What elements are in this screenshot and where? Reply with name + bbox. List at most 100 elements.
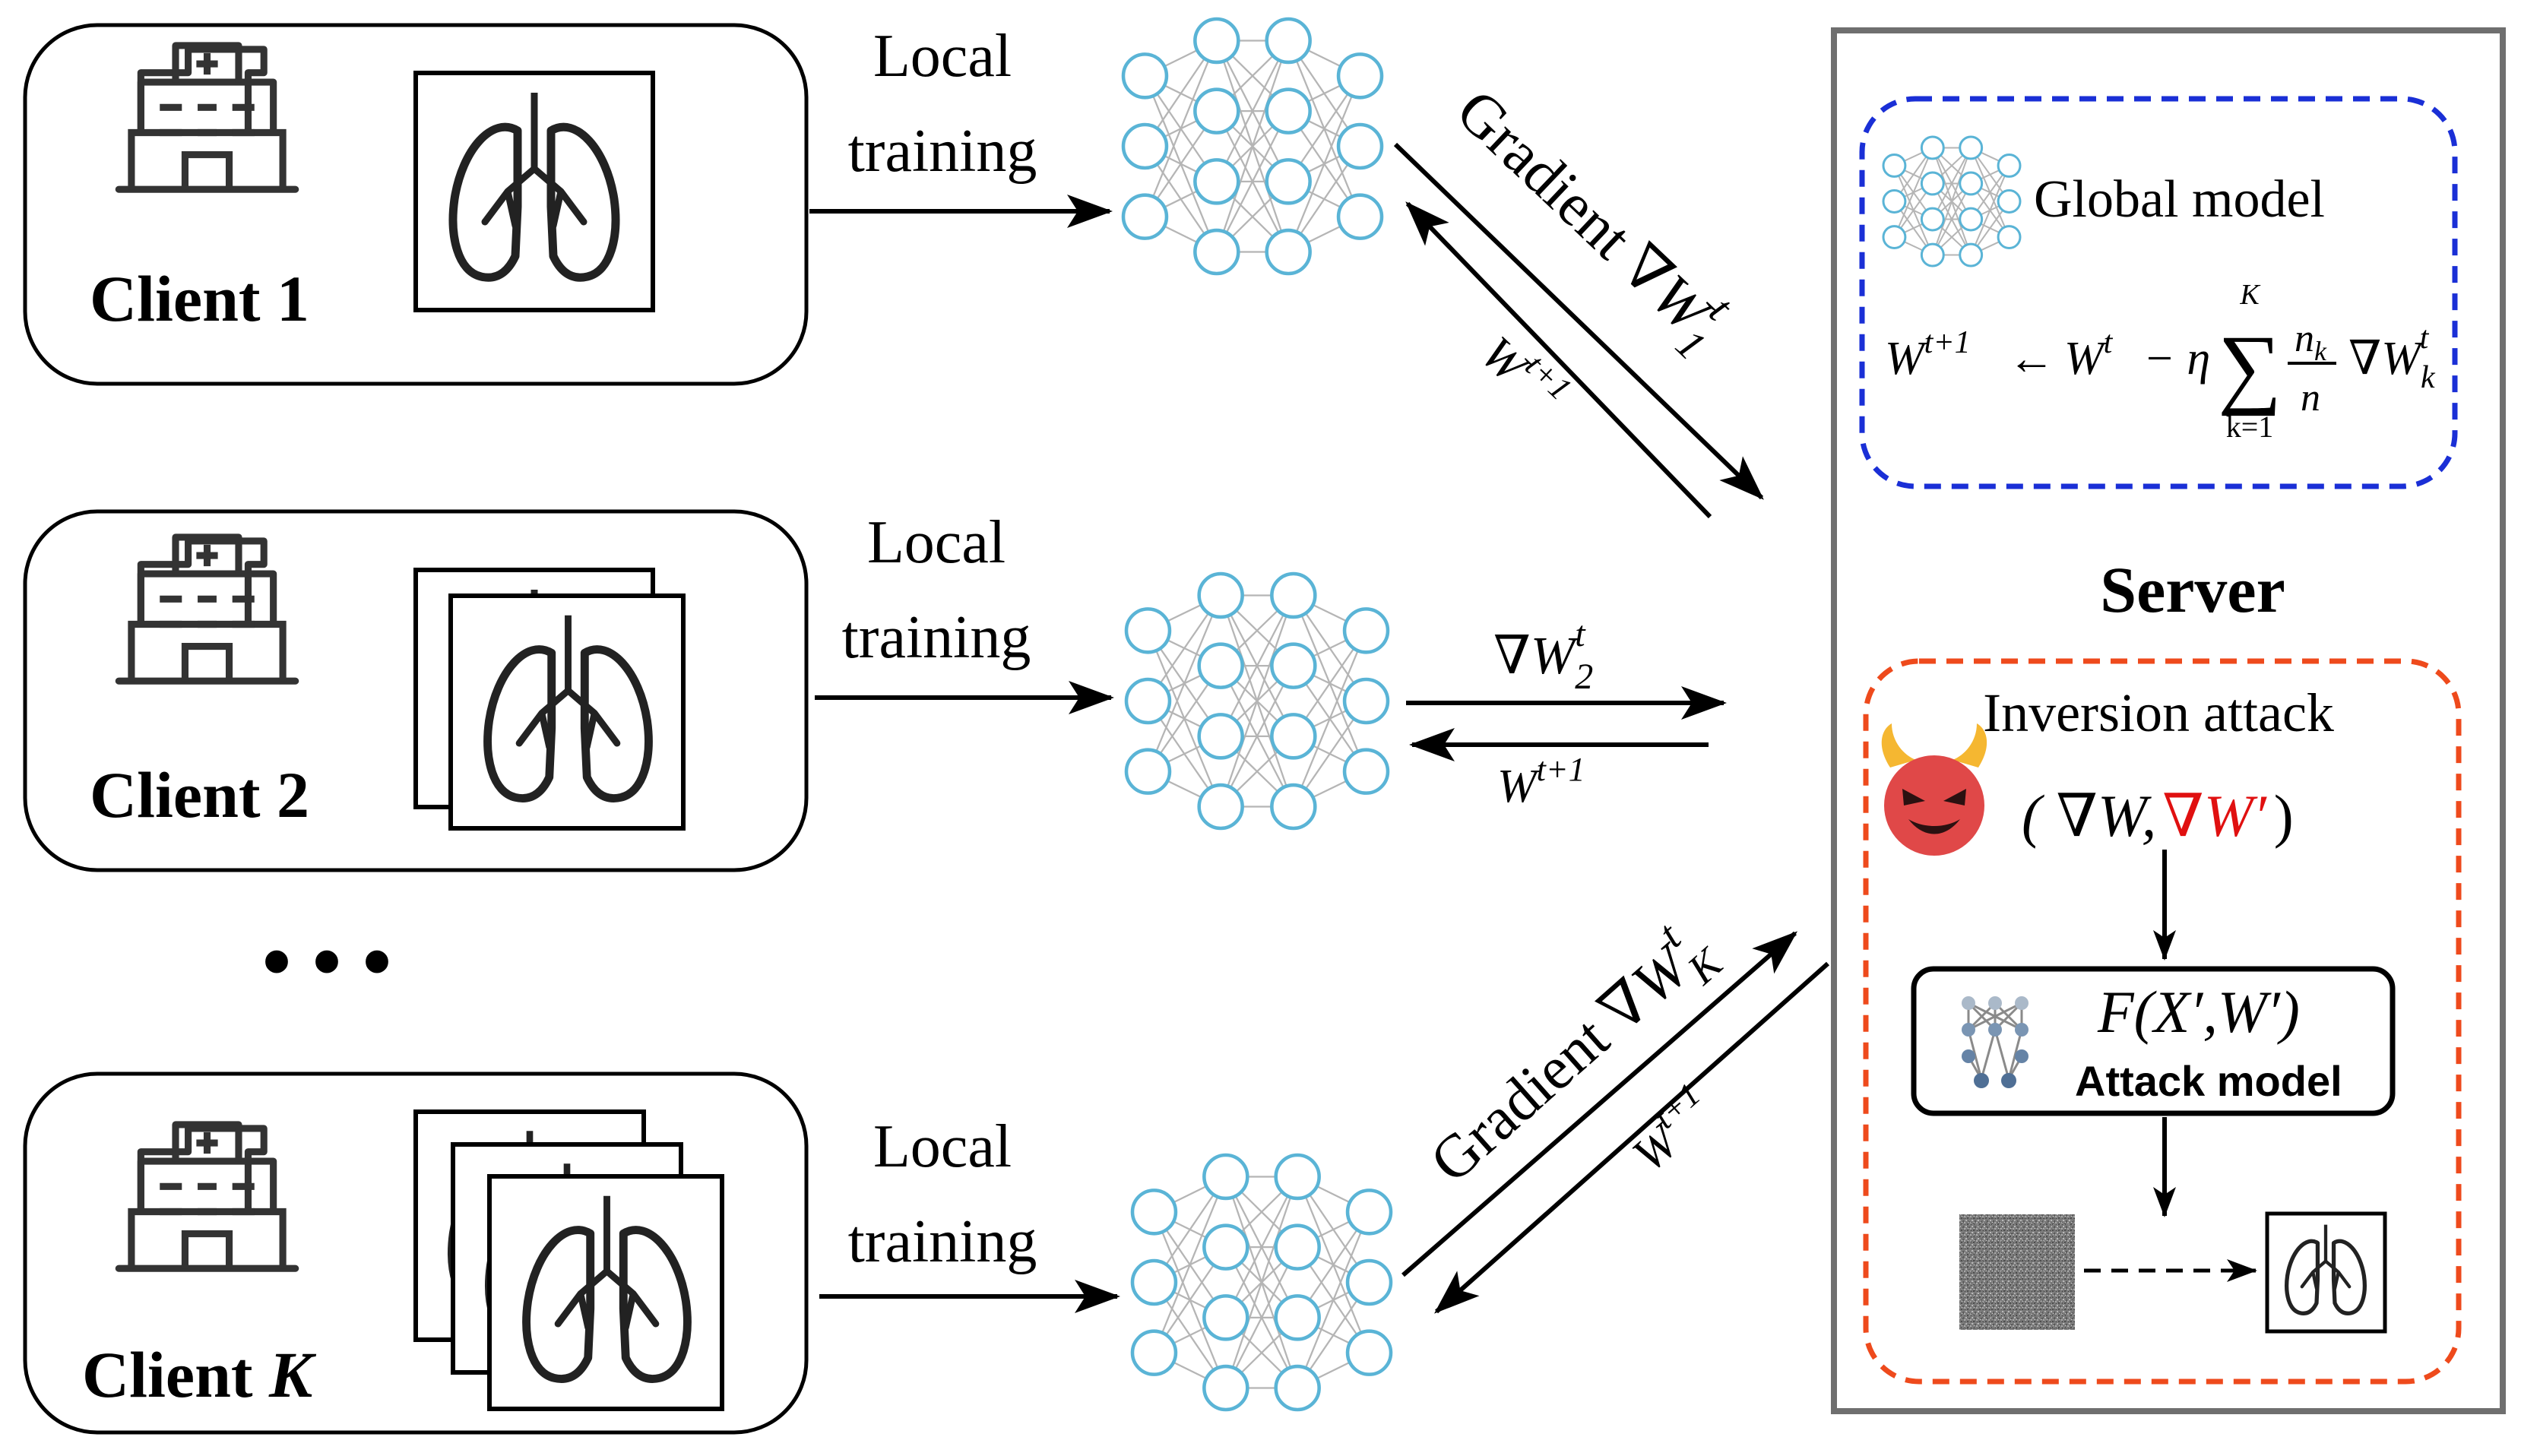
svg-text:Wt+1: Wt+1: [1471, 319, 1579, 426]
update-rule-formula: Wt+1 ← Wt − η K ∑ k=1 nk n ∇Wkt: [1885, 279, 2436, 444]
gradient-pair: ( ∇W,∇W′): [2022, 783, 2294, 849]
network-node: [1202, 1223, 1249, 1271]
network-node: [1124, 607, 1172, 654]
network-edge: [1224, 1176, 1299, 1318]
client-k-panel: Client K: [23, 1071, 809, 1435]
svg-text:k=1: k=1: [2226, 410, 2274, 444]
network-node: [1265, 158, 1312, 205]
network-node: [1270, 783, 1317, 831]
network-node: [1345, 1258, 1393, 1306]
server-panel: Global model Wt+1 ← Wt − η K ∑ k=1 nk n …: [1831, 27, 2506, 1414]
network-node: [1345, 1329, 1393, 1376]
network-edge: [1292, 630, 1367, 807]
network-node: [1342, 607, 1390, 654]
network-node: [1202, 1364, 1249, 1412]
svg-text:Local: Local: [873, 1113, 1012, 1180]
network-edge: [1215, 110, 1290, 253]
network-node: [1342, 677, 1390, 725]
network-node: [1130, 1329, 1178, 1376]
local-training-1: Local training: [809, 23, 1113, 228]
network-edge: [1220, 595, 1294, 807]
network-node: [1959, 207, 1984, 232]
client-1-panel: Client 1: [23, 23, 809, 386]
svg-text:∑: ∑: [2218, 317, 2282, 416]
svg-text:Wt+1: Wt+1: [1497, 751, 1585, 812]
client-2-panel: Client 2: [23, 509, 809, 872]
attack-model-box: F(X′,W′) Attack model: [1911, 966, 2396, 1116]
svg-text:∇W2t: ∇W2t: [1493, 614, 1593, 697]
client-1-label: Client 1: [90, 262, 309, 335]
network-edge: [1224, 1176, 1299, 1388]
svg-text:Local: Local: [867, 509, 1006, 576]
global-model-box: Global model Wt+1 ← Wt − η K ∑ k=1 nk n …: [1859, 96, 2458, 489]
svg-text:training: training: [848, 118, 1037, 185]
svg-text:Wt+1: Wt+1: [1616, 1076, 1724, 1182]
inversion-attack-box: Inversion attack ( ∇W,∇W′): [1863, 658, 2462, 1385]
network-edge: [1931, 147, 1972, 255]
client-2-exchange: ∇W2t Wt+1: [1406, 614, 1727, 812]
network-node: [1193, 17, 1240, 65]
network-node: [1130, 1258, 1178, 1306]
lung-xray-stack-icon: [413, 1109, 724, 1411]
network-node: [1274, 1364, 1321, 1412]
attack-network-icon: [1962, 996, 2029, 1088]
network-node: [1193, 158, 1240, 205]
network-edge: [1215, 40, 1290, 252]
network-node: [1336, 122, 1384, 170]
network-edge: [1220, 594, 1294, 737]
network-node: [1270, 713, 1317, 760]
network-node: [1920, 171, 1945, 196]
network-node: [1202, 1153, 1249, 1201]
network-edge: [1287, 75, 1361, 252]
network-node: [1345, 1189, 1393, 1236]
network-node: [1920, 135, 1945, 160]
network-node: [1197, 571, 1244, 619]
neural-network-icon: [1121, 17, 1384, 276]
network-node: [1265, 87, 1312, 135]
svg-text:Gradient∇WKt: Gradient∇WKt: [1408, 903, 1733, 1205]
svg-text:K: K: [2239, 279, 2260, 311]
network-node: [1270, 642, 1317, 689]
svg-text:− η: − η: [2143, 333, 2210, 385]
network-node: [1997, 189, 2022, 214]
network-node: [1997, 154, 2022, 178]
attack-model-label: Attack model: [2075, 1057, 2342, 1105]
network-node: [1197, 713, 1244, 760]
svg-text:Wt+1: Wt+1: [1885, 325, 1971, 385]
noise-image-icon: [1959, 1214, 2075, 1330]
network-node: [1274, 1153, 1321, 1201]
network-node: [1193, 87, 1240, 135]
client-k-exchange: Gradient∇WKt Wt+1: [1401, 903, 1829, 1314]
network-node: [1959, 242, 1984, 267]
network-node: [1882, 189, 1907, 214]
client-2-label: Client 2: [90, 758, 309, 831]
svg-text:nk: nk: [2295, 317, 2327, 366]
network-node: [1130, 1189, 1178, 1236]
network-node: [1121, 193, 1169, 240]
network-node: [1121, 122, 1169, 170]
network-edge: [1893, 147, 1934, 238]
svg-text:n: n: [2301, 376, 2320, 419]
svg-text:Gradient∇W1t: Gradient∇W1t: [1435, 66, 1747, 369]
reconstructed-lung-icon: [2265, 1211, 2387, 1334]
network-node: [1274, 1294, 1321, 1341]
local-training-2: Local training: [815, 509, 1114, 714]
attack-formula: F(X′,W′): [2097, 979, 2300, 1045]
network-node: [1265, 17, 1312, 65]
client-k-label: Client K: [82, 1338, 317, 1411]
network-node: [1265, 228, 1312, 276]
network-node: [1124, 748, 1172, 795]
network-node: [1197, 642, 1244, 689]
network-edge: [1220, 665, 1294, 808]
network-edge: [1147, 595, 1222, 772]
network-edge: [1144, 40, 1218, 217]
global-model-label: Global model: [2034, 170, 2325, 229]
network-edge: [1297, 1211, 1370, 1388]
neural-network-icon: [1130, 1153, 1393, 1412]
inversion-attack-title: Inversion attack: [1983, 682, 2334, 743]
svg-text:Local: Local: [873, 23, 1012, 90]
network-node: [1270, 571, 1317, 619]
client-1-exchange: Gradient∇W1t Wt+1: [1393, 66, 1764, 519]
svg-text:Wt: Wt: [2064, 325, 2114, 385]
